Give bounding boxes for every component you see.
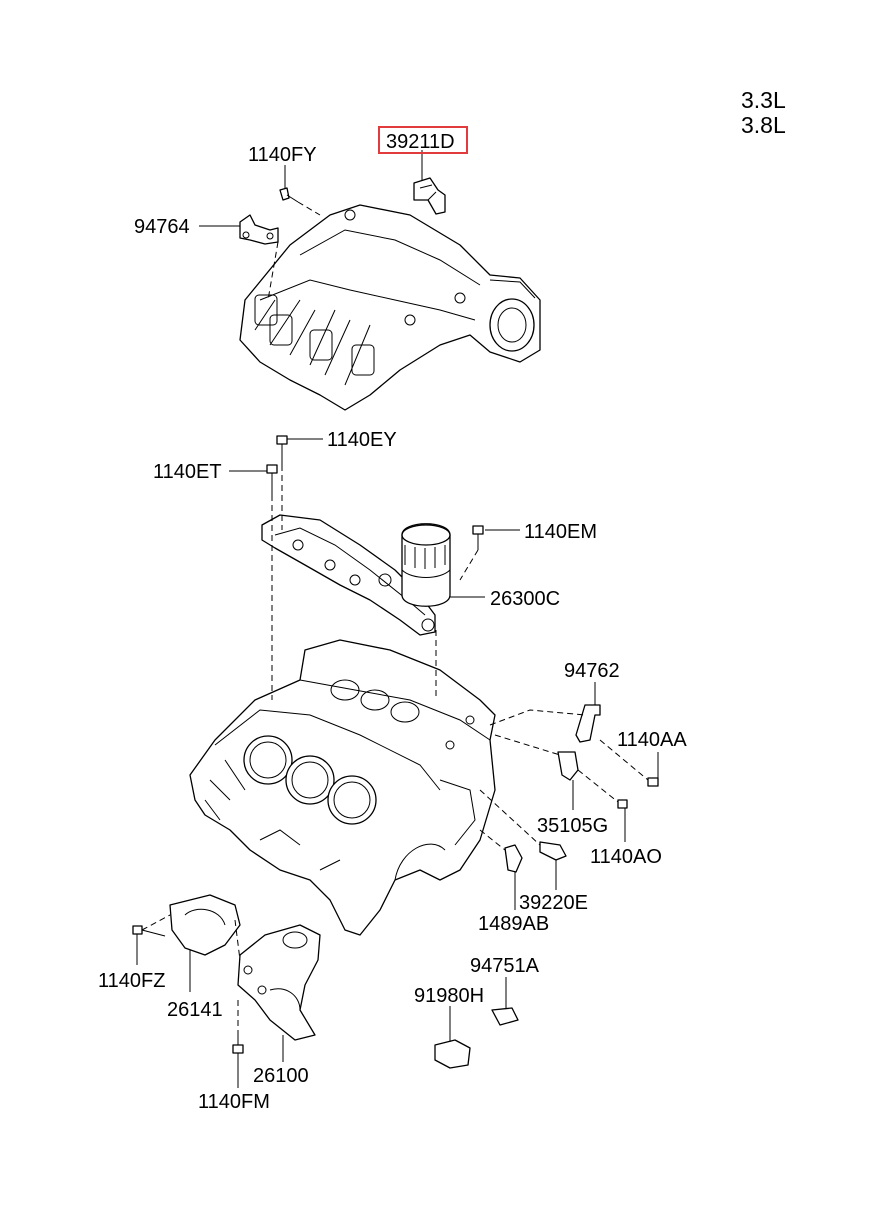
label-39211d[interactable]: 39211D (386, 131, 455, 153)
bolt-1140et-drawing (266, 464, 278, 495)
bolt-1140aa-drawing (647, 777, 659, 787)
label-1140fy[interactable]: 1140FY (248, 144, 317, 166)
bolt-1140fy-drawing (279, 187, 299, 203)
label-35105g[interactable]: 35105G (537, 815, 608, 837)
assembly-dashed-lines (141, 201, 649, 1030)
bracket-94764-drawing (239, 214, 279, 245)
label-26141[interactable]: 26141 (167, 999, 223, 1021)
label-1140ao[interactable]: 1140AO (590, 846, 662, 868)
bolt-1140fz-drawing (132, 925, 166, 937)
engine-variant-38l: 3.8L (741, 112, 786, 138)
bracket-91980h-drawing (434, 1039, 471, 1069)
clip-94751a-drawing (491, 1007, 519, 1026)
label-1140fm[interactable]: 1140FM (198, 1091, 270, 1113)
sensor-35105g-drawing (557, 751, 579, 781)
label-26100[interactable]: 26100 (253, 1065, 309, 1087)
label-39220e[interactable]: 39220E (519, 892, 588, 914)
clip-1489ab-drawing (504, 844, 523, 873)
bracket-94762-drawing (575, 704, 601, 743)
label-1489ab[interactable]: 1489AB (478, 913, 549, 935)
highlight-box (378, 126, 468, 154)
sensor-39220e-drawing (539, 841, 567, 861)
engine-variant-33l: 3.3L (741, 87, 786, 113)
label-26300c[interactable]: 26300C (490, 588, 560, 610)
bolt-1140fm-drawing (232, 1030, 244, 1054)
label-94762[interactable]: 94762 (564, 660, 620, 682)
label-1140aa[interactable]: 1140AA (617, 729, 687, 751)
label-1140fz[interactable]: 1140FZ (98, 970, 165, 992)
oil-filter-housing-drawing (261, 514, 451, 636)
label-94751a[interactable]: 94751A (470, 955, 540, 977)
label-1140ey[interactable]: 1140EY (327, 429, 397, 451)
sensor-39211d-drawing (413, 177, 446, 215)
cover-26141-drawing (169, 894, 241, 956)
intake-manifold-drawing (239, 204, 541, 411)
oil-pump-26100-drawing (237, 924, 321, 1041)
bolt-1140ey-drawing (276, 435, 288, 465)
cylinder-block-drawing (189, 639, 496, 936)
leader-lines (136, 150, 659, 1088)
label-94764[interactable]: 94764 (134, 216, 190, 238)
label-1140em[interactable]: 1140EM (524, 521, 597, 543)
bolt-1140em-drawing (472, 525, 484, 550)
label-91980h[interactable]: 91980H (414, 985, 484, 1007)
bolt-1140ao-drawing (617, 799, 628, 809)
label-1140et[interactable]: 1140ET (153, 461, 222, 483)
